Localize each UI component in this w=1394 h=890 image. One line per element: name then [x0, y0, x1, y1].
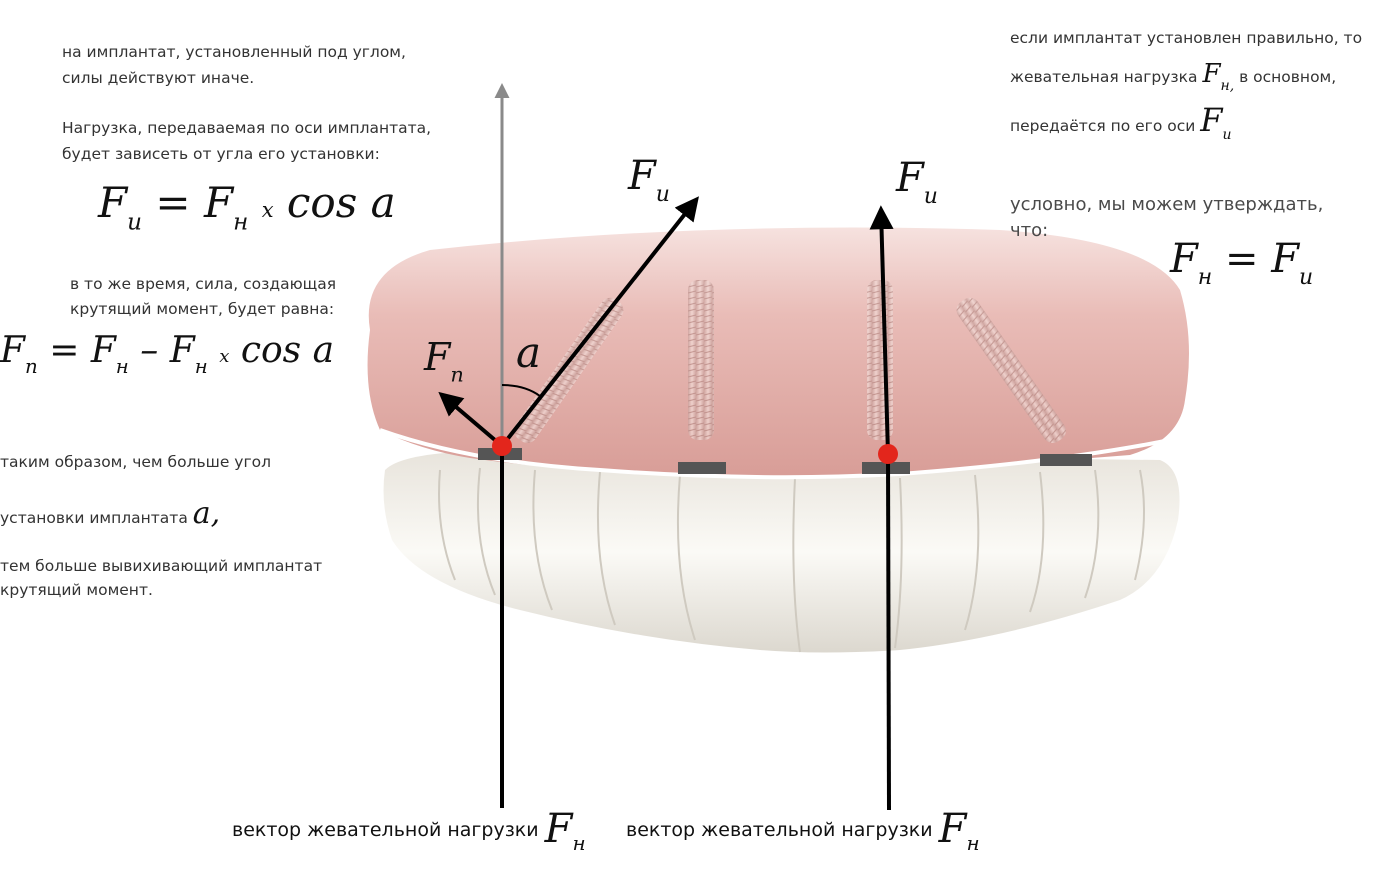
label-Fp-left: Fп — [424, 335, 464, 387]
intro-text-line2: силы действуют иначе. — [62, 69, 255, 87]
conclusion-line3: тем больше вывихивающий имплантат — [0, 557, 323, 575]
label-Fi-left: Fи — [628, 153, 670, 208]
intro-text-line1: на имплантат, установленный под углом, — [62, 43, 406, 61]
angle-arc — [501, 384, 541, 397]
implant-screw-icon — [514, 280, 1066, 443]
label-Fi-right: Fи — [896, 155, 938, 210]
teeth-row — [383, 452, 1180, 653]
load-text-line2: будет зависеть от угла его установки: — [62, 145, 380, 163]
condition-text-line2: что: — [1010, 220, 1049, 241]
caption-left: вектор жевательной нагрузки Fн — [232, 806, 586, 855]
force-arrow-Fi-right — [869, 205, 894, 455]
right-text-line3: передаётся по его оси Fи — [1010, 101, 1232, 143]
conclusion-line4: крутящий момент. — [0, 581, 153, 599]
abutments — [478, 448, 1092, 474]
force-arrow-Fn-right — [886, 453, 891, 811]
contact-point-icon — [878, 444, 898, 464]
contact-point-icon — [492, 436, 512, 456]
condition-text-line1: условно, мы можем утверждать, — [1010, 194, 1324, 215]
caption-right: вектор жевательной нагрузки Fн — [626, 806, 980, 855]
formula-Fi: Fи = Fн x cos a — [98, 178, 396, 236]
formula-Fn-equals-Fi: Fн = Fи — [1170, 236, 1314, 291]
conclusion-line2: установки имплантата a, — [0, 496, 221, 531]
load-text-line1: Нагрузка, передаваемая по оси имплантата… — [62, 119, 432, 137]
right-text-line1: если имплантат установлен правильно, то — [1010, 29, 1363, 47]
gum-base — [367, 227, 1189, 480]
force-arrow-Fi-left — [500, 196, 699, 448]
formula-Fp: Fп = Fн – Fн x cos a — [0, 330, 335, 378]
label-angle: a — [516, 328, 542, 377]
conclusion-line1: таким образом, чем больше угол — [0, 453, 271, 471]
torque-text-line2: крутящий момент, будет равна: — [70, 300, 335, 318]
torque-text-line1: в то же время, сила, создающая — [70, 275, 337, 293]
force-arrow-Fp-left — [438, 391, 504, 448]
right-text-line2: жевательная нагрузка Fн, в основном, — [1010, 59, 1337, 94]
